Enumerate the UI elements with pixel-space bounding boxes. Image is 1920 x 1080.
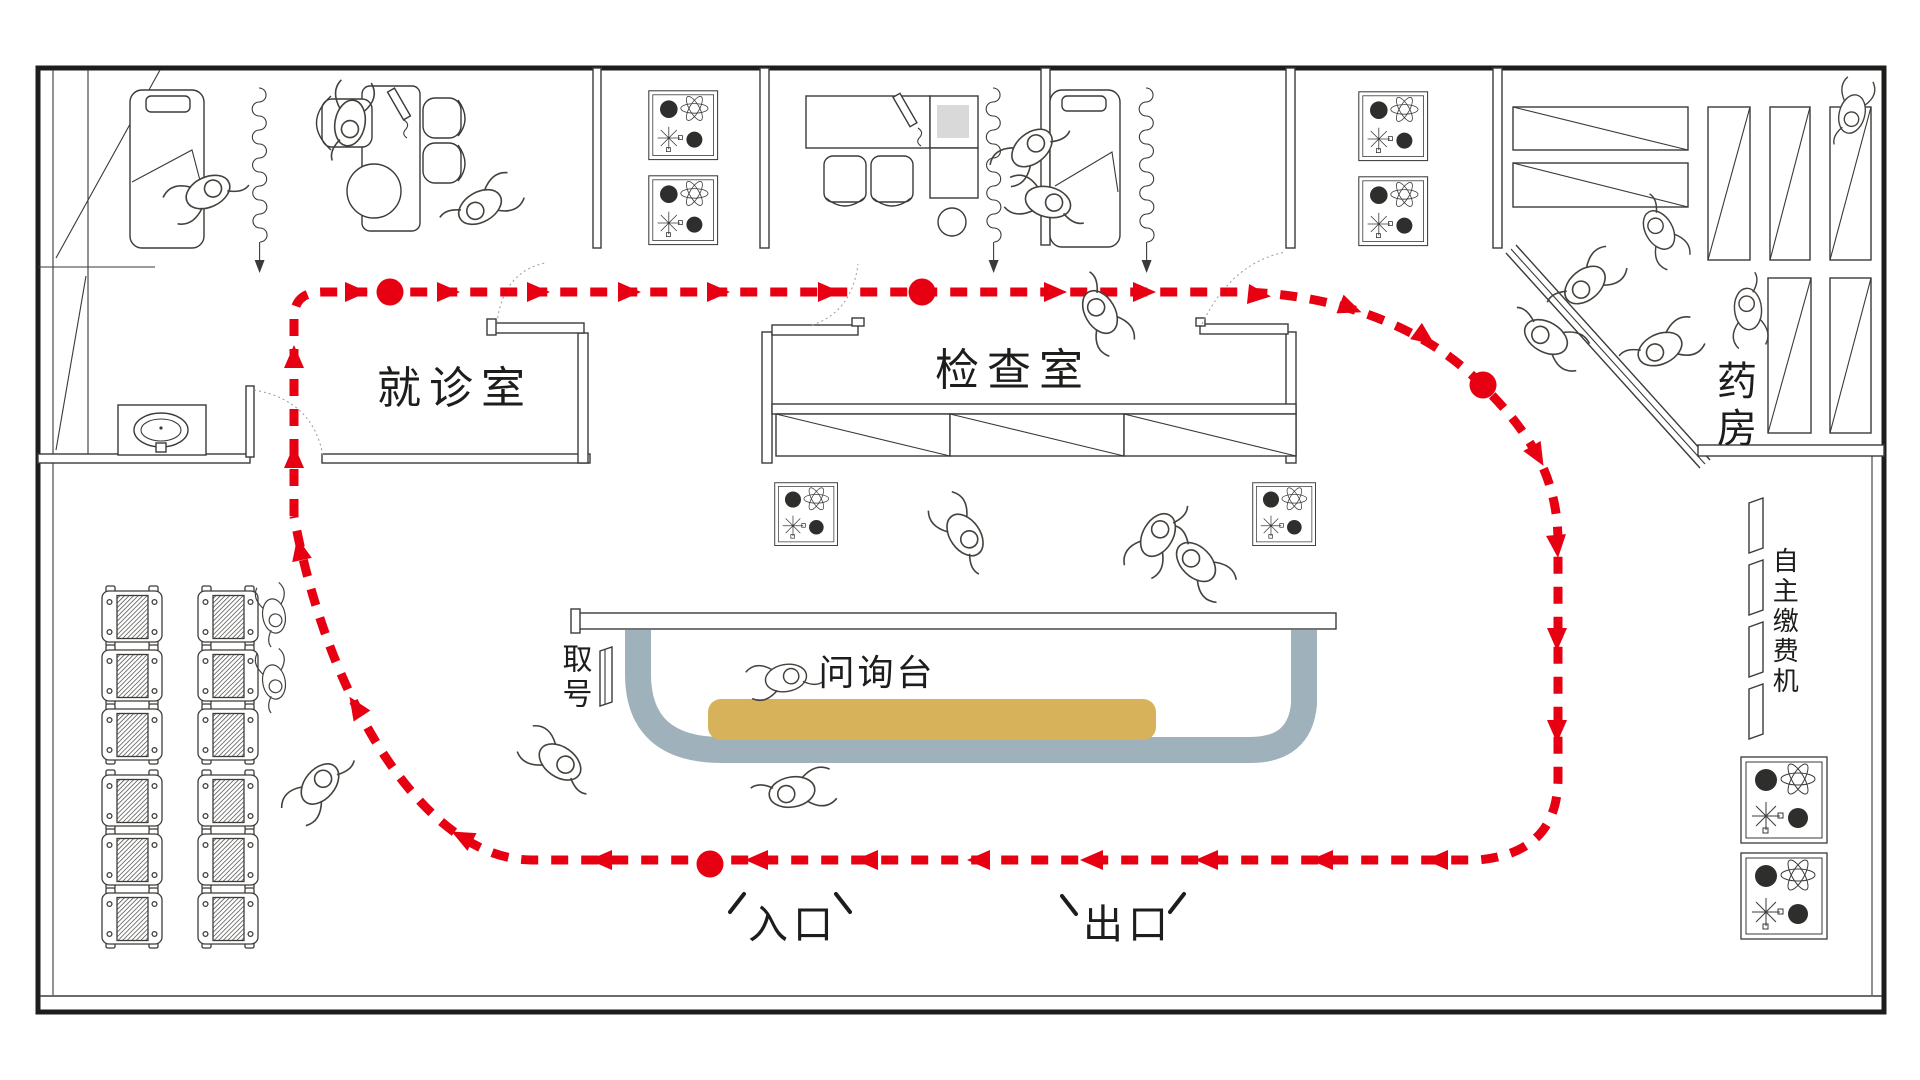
route-station-dots [376, 278, 1497, 878]
info-desk-top [575, 612, 1337, 630]
door [486, 262, 585, 336]
consultation-room-structure [37, 262, 591, 464]
room-label-examination: 检查室 [935, 346, 1091, 395]
label-info-desk: 问询台 [818, 652, 936, 693]
info-desk [570, 608, 1337, 763]
label-exit: 出口 [1083, 903, 1173, 947]
pharmacy-structure [1505, 106, 1885, 469]
payment-kiosks [1748, 497, 1764, 740]
wall-divider [1285, 67, 1296, 249]
wall-divider [1492, 67, 1503, 249]
label-payment-kiosk: 自主缴费机 [1769, 547, 1800, 697]
route-station-dot [696, 850, 724, 878]
info-desk-counter [708, 699, 1156, 740]
curtain-coil [1138, 87, 1155, 274]
doctor-desk [315, 85, 466, 232]
exam-counter-row [771, 403, 1297, 457]
curtain-coil [985, 87, 1002, 274]
gate-tick-marks [728, 892, 1186, 916]
room-label-pharmacy: 药房 [1711, 360, 1755, 454]
consult-room-furniture [129, 85, 1155, 274]
room-label-consultation: 就诊室 [377, 364, 533, 413]
door [771, 263, 865, 336]
wall-divider [759, 67, 770, 249]
examination-room-structure [761, 251, 1297, 464]
label-ticket-dispenser: 取号 [557, 643, 591, 713]
pharmacy-counter [1505, 244, 1711, 469]
patient-flow-route [284, 278, 1567, 878]
route-station-dot [1469, 371, 1497, 399]
exam-bed [129, 89, 205, 249]
ticket-machine [599, 646, 613, 707]
sink [117, 404, 207, 456]
route-arrows [284, 282, 1567, 870]
waiting-chairs [101, 585, 259, 949]
route-station-dot [908, 278, 936, 306]
door [245, 385, 324, 458]
exam-bed [1049, 89, 1121, 248]
curtain-coil [251, 87, 268, 274]
label-entrance: 入口 [748, 903, 838, 947]
pharmacy-shelf [1512, 106, 1872, 434]
wall-divider [592, 67, 602, 249]
route-station-dot [376, 278, 404, 306]
door [1195, 251, 1289, 335]
exam-desk [805, 92, 979, 237]
